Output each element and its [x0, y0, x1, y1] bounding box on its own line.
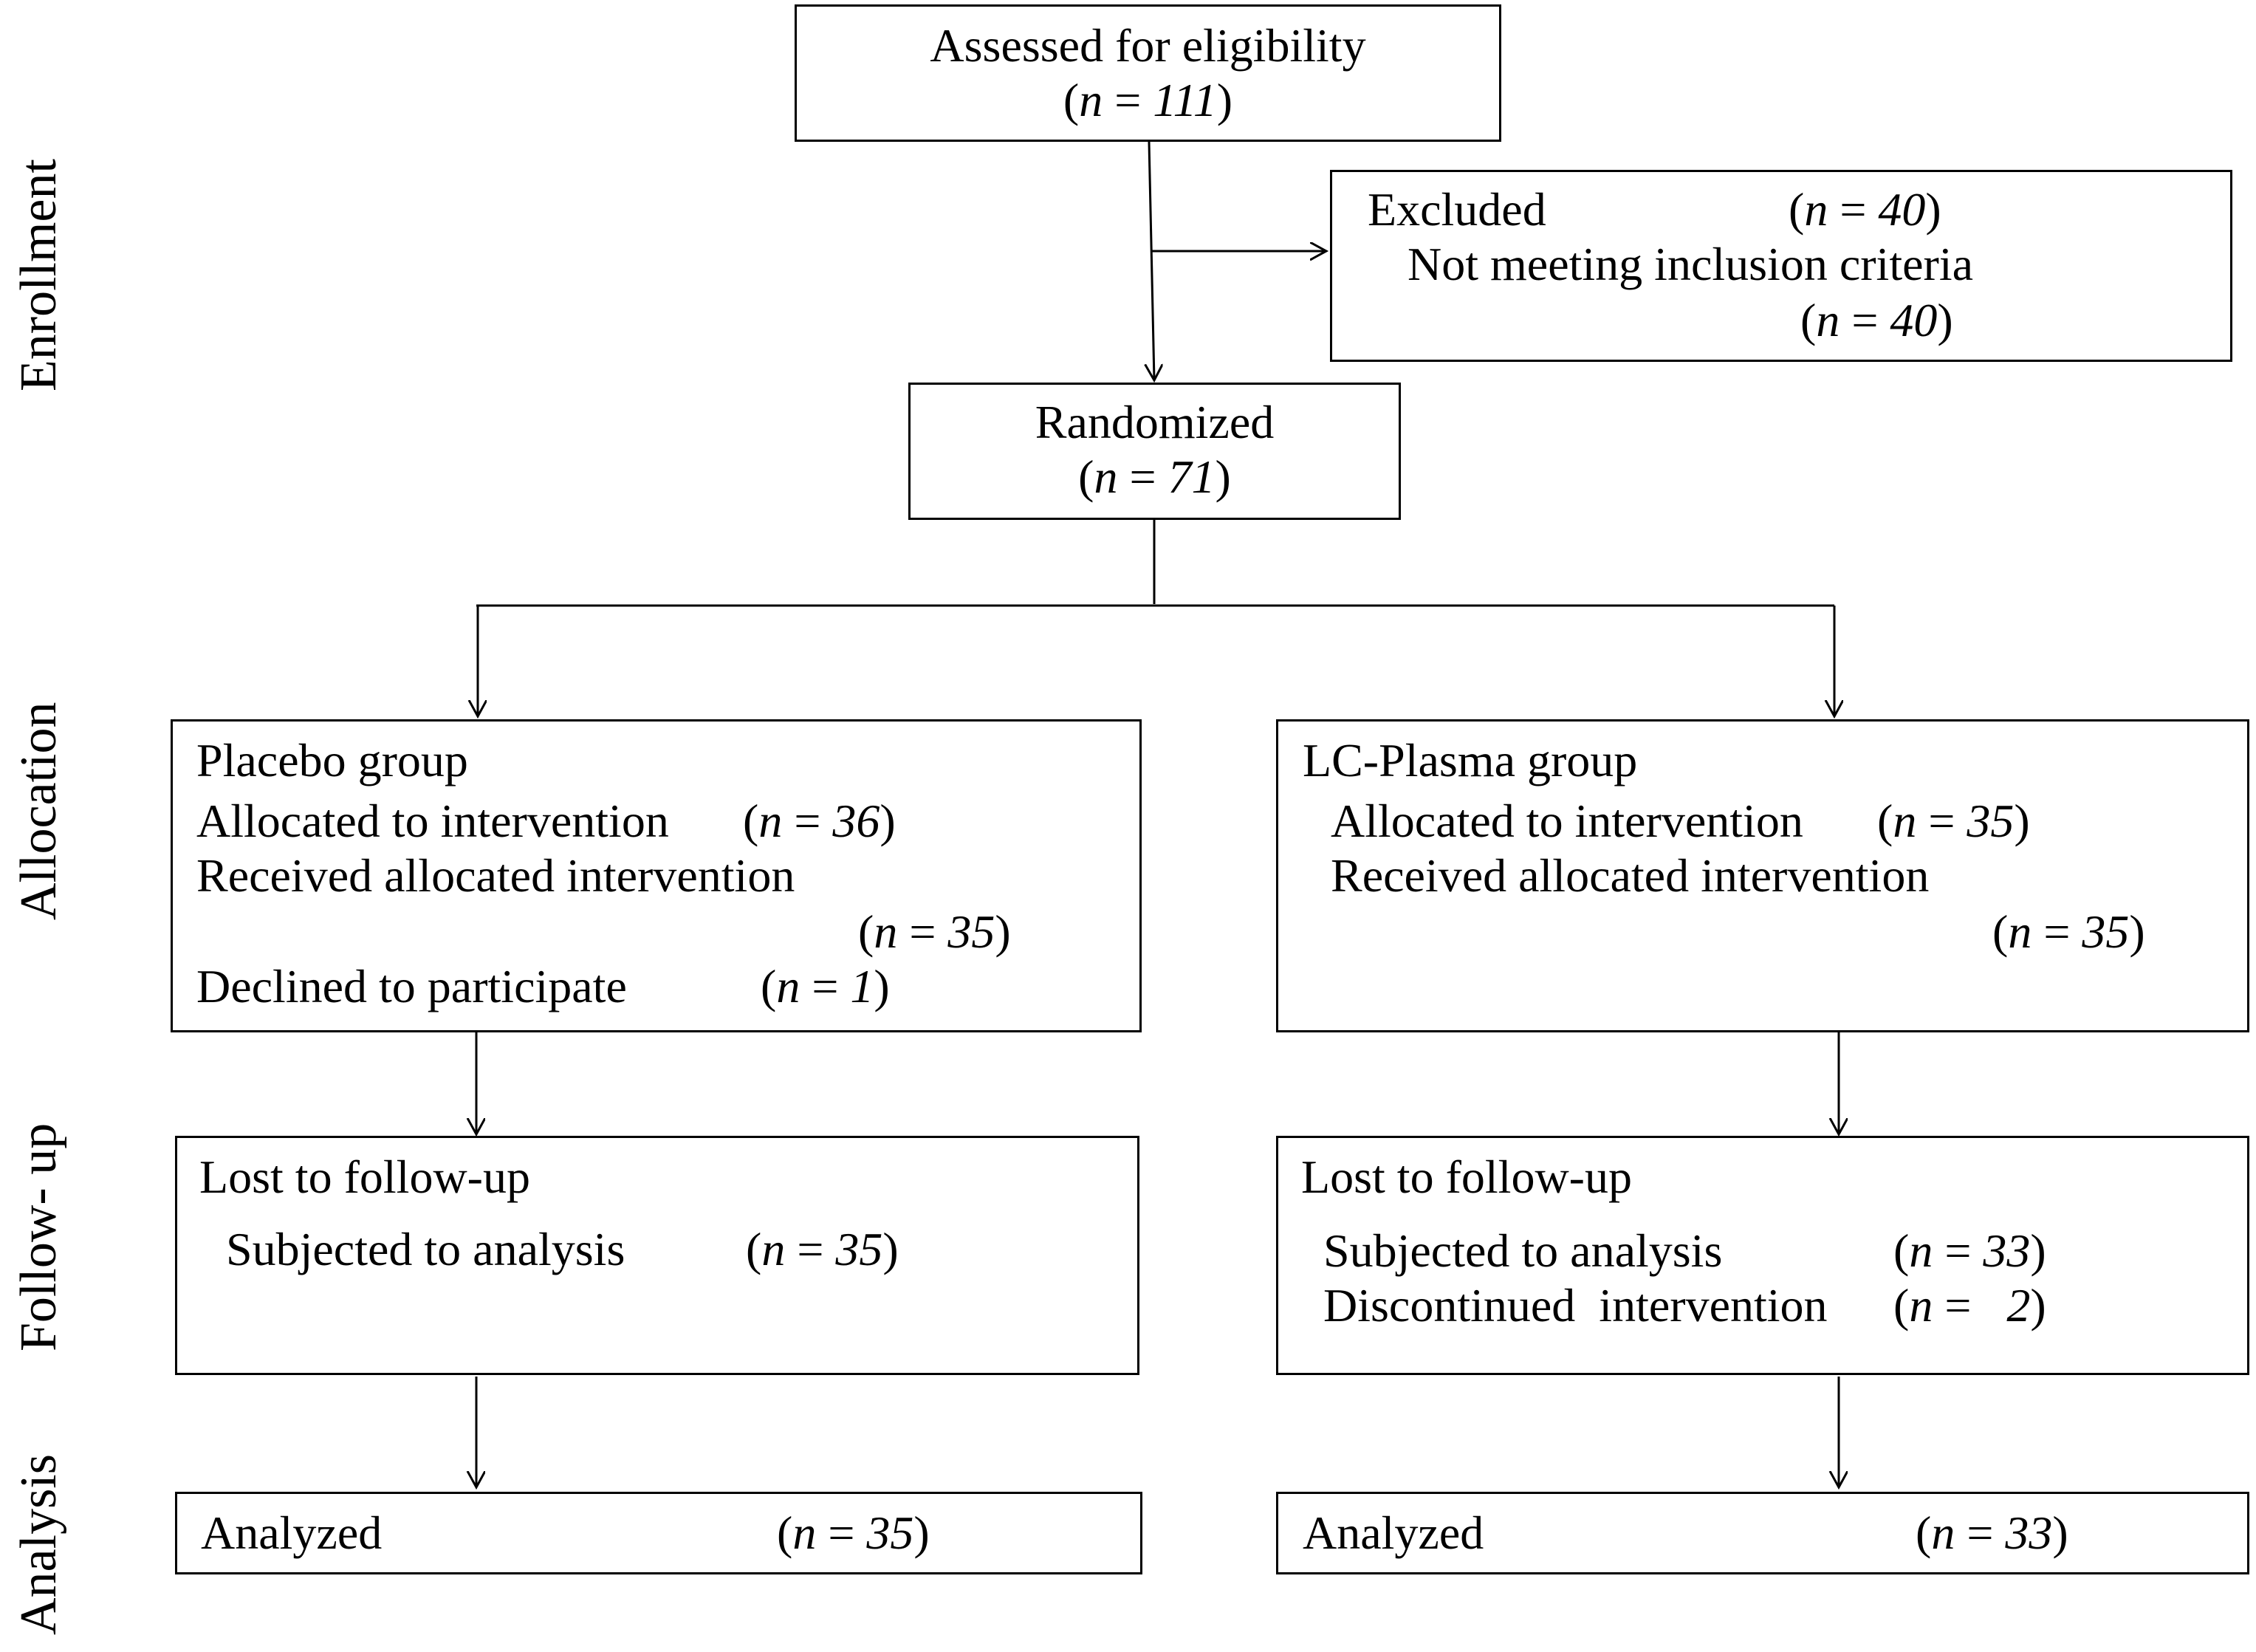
randomized-title: Randomized [1035, 396, 1275, 448]
randomized-box [908, 383, 1401, 520]
lcplasma-subjected-label: Subjected to analysis [1323, 1224, 1723, 1277]
lcplasma-discontinued-count: (n = 2) [1893, 1279, 2046, 1331]
randomized-count: (n = 71) [1078, 450, 1231, 503]
lcplasma-allocated-n: 35 [1967, 795, 2015, 847]
placebo-subjected-count: (n = 35) [746, 1223, 899, 1275]
assessed-box [795, 4, 1501, 142]
placebo-received-n: 35 [947, 905, 995, 958]
placebo-declined-count: (n = 1) [761, 960, 890, 1012]
placebo-allocation-box [171, 719, 1142, 1032]
placebo-subjected-n: 35 [835, 1223, 883, 1275]
lcplasma-allocation-box [1276, 719, 2249, 1032]
placebo-lost-label: Lost to follow-up [199, 1151, 530, 1203]
excluded-title: Excluded [1368, 183, 1546, 236]
placebo-subjected-label: Subjected to analysis [226, 1223, 625, 1275]
connector-assessed-to-randomized [1149, 141, 1154, 380]
lcplasma-subjected-count: (n = 33) [1893, 1224, 2046, 1277]
placebo-received-count: (n = 35) [858, 905, 1011, 958]
placebo-analyzed-label: Analyzed [201, 1507, 383, 1559]
placebo-analyzed-n: 35 [866, 1507, 914, 1559]
lcplasma-discontinued-n: 2 [2006, 1279, 2031, 1331]
lcplasma-lost-label: Lost to follow-up [1301, 1151, 1632, 1203]
stage-label-followup: Follow- up [10, 1123, 67, 1351]
placebo-analyzed-box [175, 1492, 1142, 1574]
excluded-n: 40 [1878, 183, 1926, 236]
stage-label-enrollment: Enrollment [10, 159, 67, 391]
lcplasma-received-label: Received allocated intervention [1331, 849, 1930, 902]
lcplasma-allocated-count: (n = 35) [1877, 795, 2030, 847]
placebo-declined-label: Declined to participate [196, 960, 627, 1012]
lcplasma-analyzed-label: Analyzed [1303, 1507, 1484, 1559]
lcplasma-analyzed-box [1276, 1492, 2249, 1574]
lcplasma-analyzed-n: 33 [2005, 1507, 2053, 1559]
excluded-reason: Not meeting inclusion criteria [1408, 238, 1973, 290]
placebo-allocated-label: Allocated to intervention [196, 795, 669, 847]
excluded-reason-count: (n = 40) [1800, 294, 1953, 346]
assessed-title: Assessed for eligibility [930, 19, 1366, 72]
assessed-count: (n = 111) [1063, 74, 1233, 126]
lcplasma-analyzed-count: (n = 33) [1916, 1507, 2068, 1559]
lcplasma-title: LC-Plasma group [1303, 734, 1638, 786]
randomized-n: 71 [1168, 450, 1216, 503]
stage-label-analysis: Analysis [10, 1454, 67, 1635]
lcplasma-allocated-label: Allocated to intervention [1331, 795, 1803, 847]
placebo-allocated-count: (n = 36) [743, 795, 896, 847]
excluded-reason-n: 40 [1890, 294, 1938, 346]
lcplasma-discontinued-label: Discontinued intervention [1323, 1279, 1828, 1331]
assessed-n: 111 [1153, 74, 1217, 126]
placebo-followup-box [175, 1136, 1139, 1375]
placebo-received-label: Received allocated intervention [196, 849, 795, 902]
placebo-allocated-n: 36 [832, 795, 880, 847]
stage-label-allocation: Allocation [10, 702, 67, 920]
placebo-analyzed-count: (n = 35) [777, 1507, 930, 1559]
lcplasma-subjected-n: 33 [1983, 1224, 2031, 1277]
lcplasma-received-n: 35 [2082, 905, 2130, 958]
placebo-title: Placebo group [196, 734, 468, 786]
placebo-declined-n: 1 [850, 960, 874, 1012]
lcplasma-followup-box [1276, 1136, 2249, 1375]
lcplasma-received-count: (n = 35) [1992, 905, 2145, 958]
excluded-box [1330, 170, 2232, 362]
excluded-count: (n = 40) [1789, 183, 1941, 236]
